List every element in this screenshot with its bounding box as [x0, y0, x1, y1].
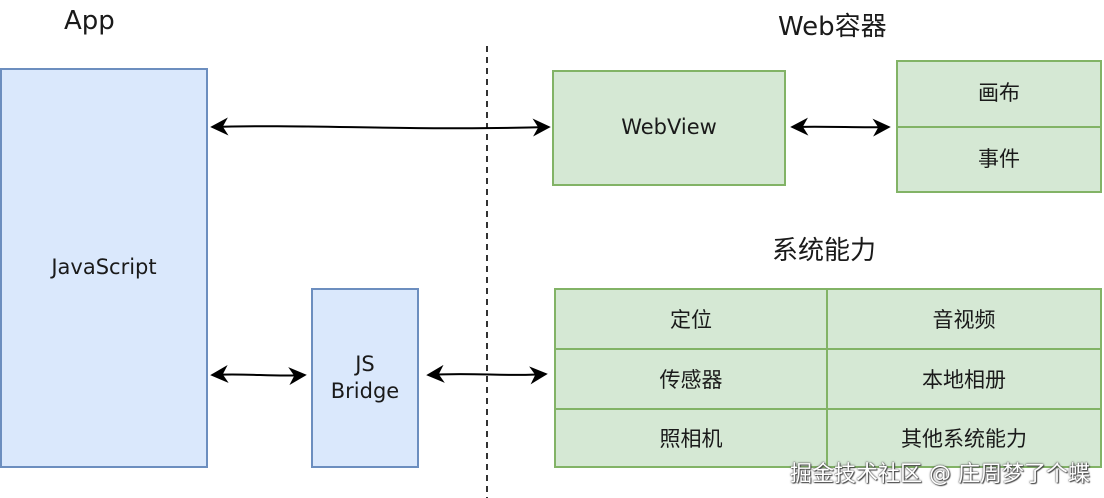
- arrow-jsbridge-system: [426, 364, 548, 385]
- webview-label: WebView: [621, 115, 717, 140]
- system-cell-audio-video: 音视频: [826, 288, 1102, 350]
- js-bridge-block: JS Bridge: [311, 288, 419, 468]
- js-bridge-label-line2: Bridge: [330, 379, 400, 403]
- watermark-text: 掘金技术社区 @ 庄周梦了个蝶: [790, 462, 1090, 487]
- canvas-label: 画布: [978, 81, 1020, 106]
- app-heading: App: [64, 6, 115, 36]
- system-cell-camera: 照相机: [554, 408, 828, 468]
- arrow-javascript-webview: [210, 117, 551, 137]
- webview-block: WebView: [552, 70, 786, 186]
- web-container-heading: Web容器: [778, 12, 887, 42]
- system-capabilities-heading: 系统能力: [772, 236, 877, 266]
- events-label: 事件: [978, 146, 1020, 171]
- system-cell-local-album: 本地相册: [826, 348, 1102, 410]
- system-cell-location: 定位: [554, 288, 828, 350]
- arrow-webview-canvas-events: [790, 117, 891, 137]
- js-bridge-label-line1: JS: [355, 351, 375, 376]
- system-cell-sensors: 传感器: [554, 348, 828, 410]
- events-block: 事件: [896, 126, 1102, 193]
- javascript-block: JavaScript: [0, 68, 208, 468]
- javascript-label: JavaScript: [51, 255, 157, 280]
- arrow-javascript-jsbridge: [210, 365, 307, 386]
- system-cell-other-capabilities: 其他系统能力: [826, 408, 1102, 468]
